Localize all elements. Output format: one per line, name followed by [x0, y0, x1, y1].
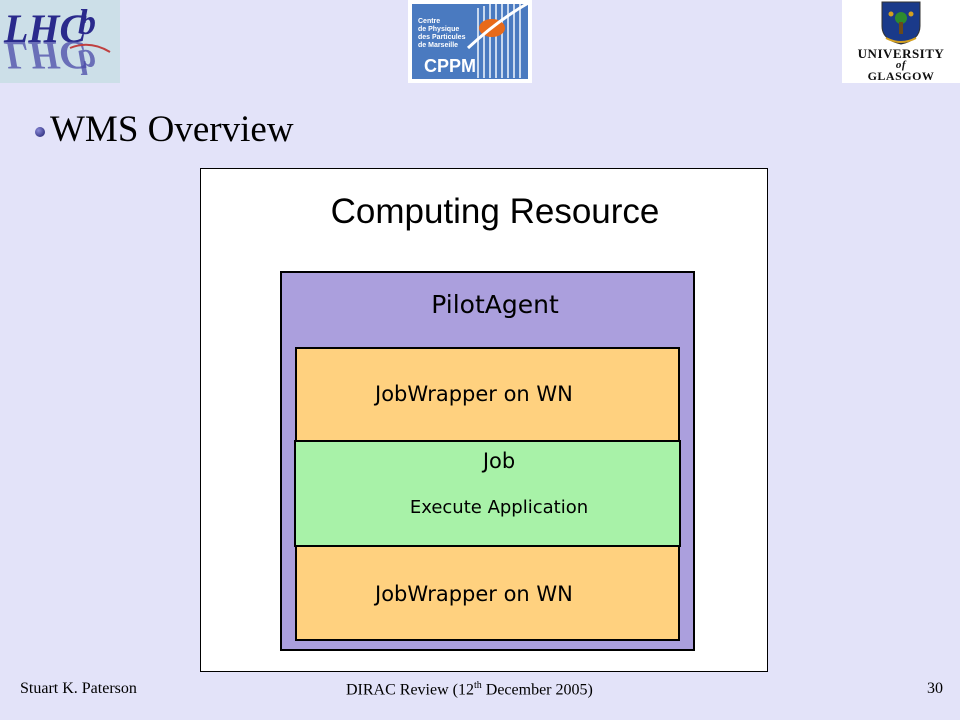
svg-text:b: b [78, 42, 96, 82]
footer-event-suffix: December 2005) [481, 681, 593, 699]
cppm-logo-icon: Centre de Physique des Particules de Mar… [408, 0, 532, 83]
footer-page-number: 30 [927, 680, 943, 697]
glasgow-line-glasgow: GLASGOW [867, 69, 935, 83]
job-label: Job [482, 449, 516, 473]
title-bullet-icon [35, 127, 45, 137]
glasgow-line-of: of [895, 59, 907, 71]
footer-event: DIRAC Review (12th December 2005) [346, 680, 593, 699]
svg-text:Centre: Centre [418, 18, 440, 25]
pilot-agent-label: PilotAgent [431, 290, 559, 319]
svg-text:des Particules: des Particules [418, 34, 466, 41]
svg-text:CPPM: CPPM [424, 56, 476, 76]
svg-text:b: b [78, 2, 96, 42]
university-of-glasgow-crest-icon: UNIVERSITY of GLASGOW [842, 0, 960, 83]
footer-event-prefix: DIRAC Review (12 [346, 681, 474, 699]
jobwrapper-bottom-box [295, 541, 680, 641]
jobwrapper-bottom-label: JobWrapper on WN [375, 582, 573, 606]
job-execute-application-label: Execute Application [409, 497, 589, 518]
computing-resource-label: Computing Resource [330, 192, 660, 231]
jobwrapper-top-label: JobWrapper on WN [375, 382, 573, 406]
lhcb-logo-icon: LHC b LHC b [0, 0, 120, 83]
svg-text:LHC: LHC [3, 6, 88, 51]
slide-title: WMS Overview [50, 109, 294, 150]
glasgow-line-university: UNIVERSITY [857, 46, 945, 61]
job-box [294, 440, 681, 547]
footer-event-superscript: th [473, 680, 482, 691]
svg-text:de Marseille: de Marseille [418, 42, 458, 49]
footer-author: Stuart K. Paterson [20, 680, 137, 697]
svg-text:LHC: LHC [3, 33, 88, 78]
svg-text:de Physique: de Physique [418, 26, 459, 33]
